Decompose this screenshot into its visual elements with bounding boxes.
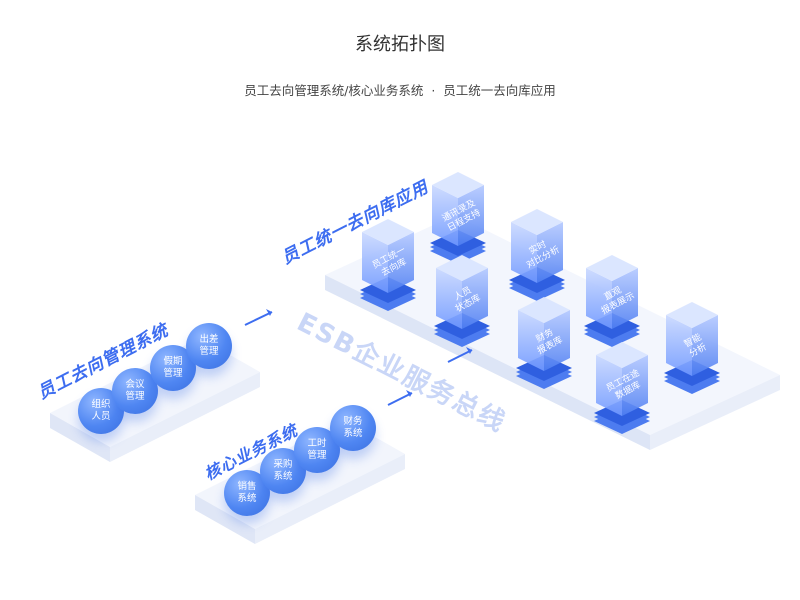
cube-top-face: [586, 255, 638, 281]
arrow-left-to-right: [244, 309, 273, 326]
cube-left-face: [362, 232, 388, 293]
cube-left-face: [596, 355, 622, 416]
arrow-bottom-to-bus-2: [447, 347, 473, 363]
cube-right-face: [458, 185, 484, 246]
cube-top-face: [666, 302, 718, 328]
cube-left-face: [511, 222, 537, 283]
cube-right-face: [692, 315, 718, 376]
cube-left-face: [586, 268, 612, 329]
cube-left-face: [432, 185, 458, 246]
cube-group: 员工统一去向库通讯录及日程支持人员状态库实时对比分析财务报表库直观报表展示员工在…: [360, 172, 720, 434]
cube-right-face: [622, 355, 648, 416]
cube-right-face: [388, 232, 414, 293]
cube-top-face: [432, 172, 484, 198]
cube-top-face: [436, 255, 488, 281]
cube-realtime-comparison: 实时对比分析: [509, 209, 565, 301]
cube-left-face: [436, 268, 462, 329]
cube-right-face: [537, 222, 563, 283]
cube-finance-report-db: 财务报表库: [516, 297, 572, 389]
cube-contacts-schedule: 通讯录及日程支持: [430, 172, 486, 264]
cube-top-face: [362, 219, 414, 245]
cube-right-face: [462, 268, 488, 329]
cube-report-display: 直观报表展示: [584, 255, 640, 347]
arrow-bottom-to-bus-1: [387, 390, 413, 406]
cube-right-face: [612, 268, 638, 329]
cube-unified-destination-db: 员工统一去向库: [360, 219, 416, 311]
cube-left-face: [666, 315, 692, 376]
bubble-travel-management: 出差 管理: [186, 323, 232, 369]
cube-personnel-status-db: 人员状态库: [434, 255, 490, 347]
cube-smart-analysis: 智能分析: [664, 302, 720, 394]
cube-left-face: [518, 310, 544, 371]
cube-top-face: [511, 209, 563, 235]
cube-in-transit-db: 员工在途数据库: [594, 342, 650, 434]
bubble-finance-system: 财务 系统: [330, 405, 376, 451]
cube-top-face: [518, 297, 570, 323]
diagram-subtitle: 员工去向管理系统/核心业务系统 · 员工统一去向库应用: [244, 83, 556, 98]
cube-right-face: [544, 310, 570, 371]
cube-top-face: [596, 342, 648, 368]
diagram-title: 系统拓扑图: [355, 34, 445, 55]
